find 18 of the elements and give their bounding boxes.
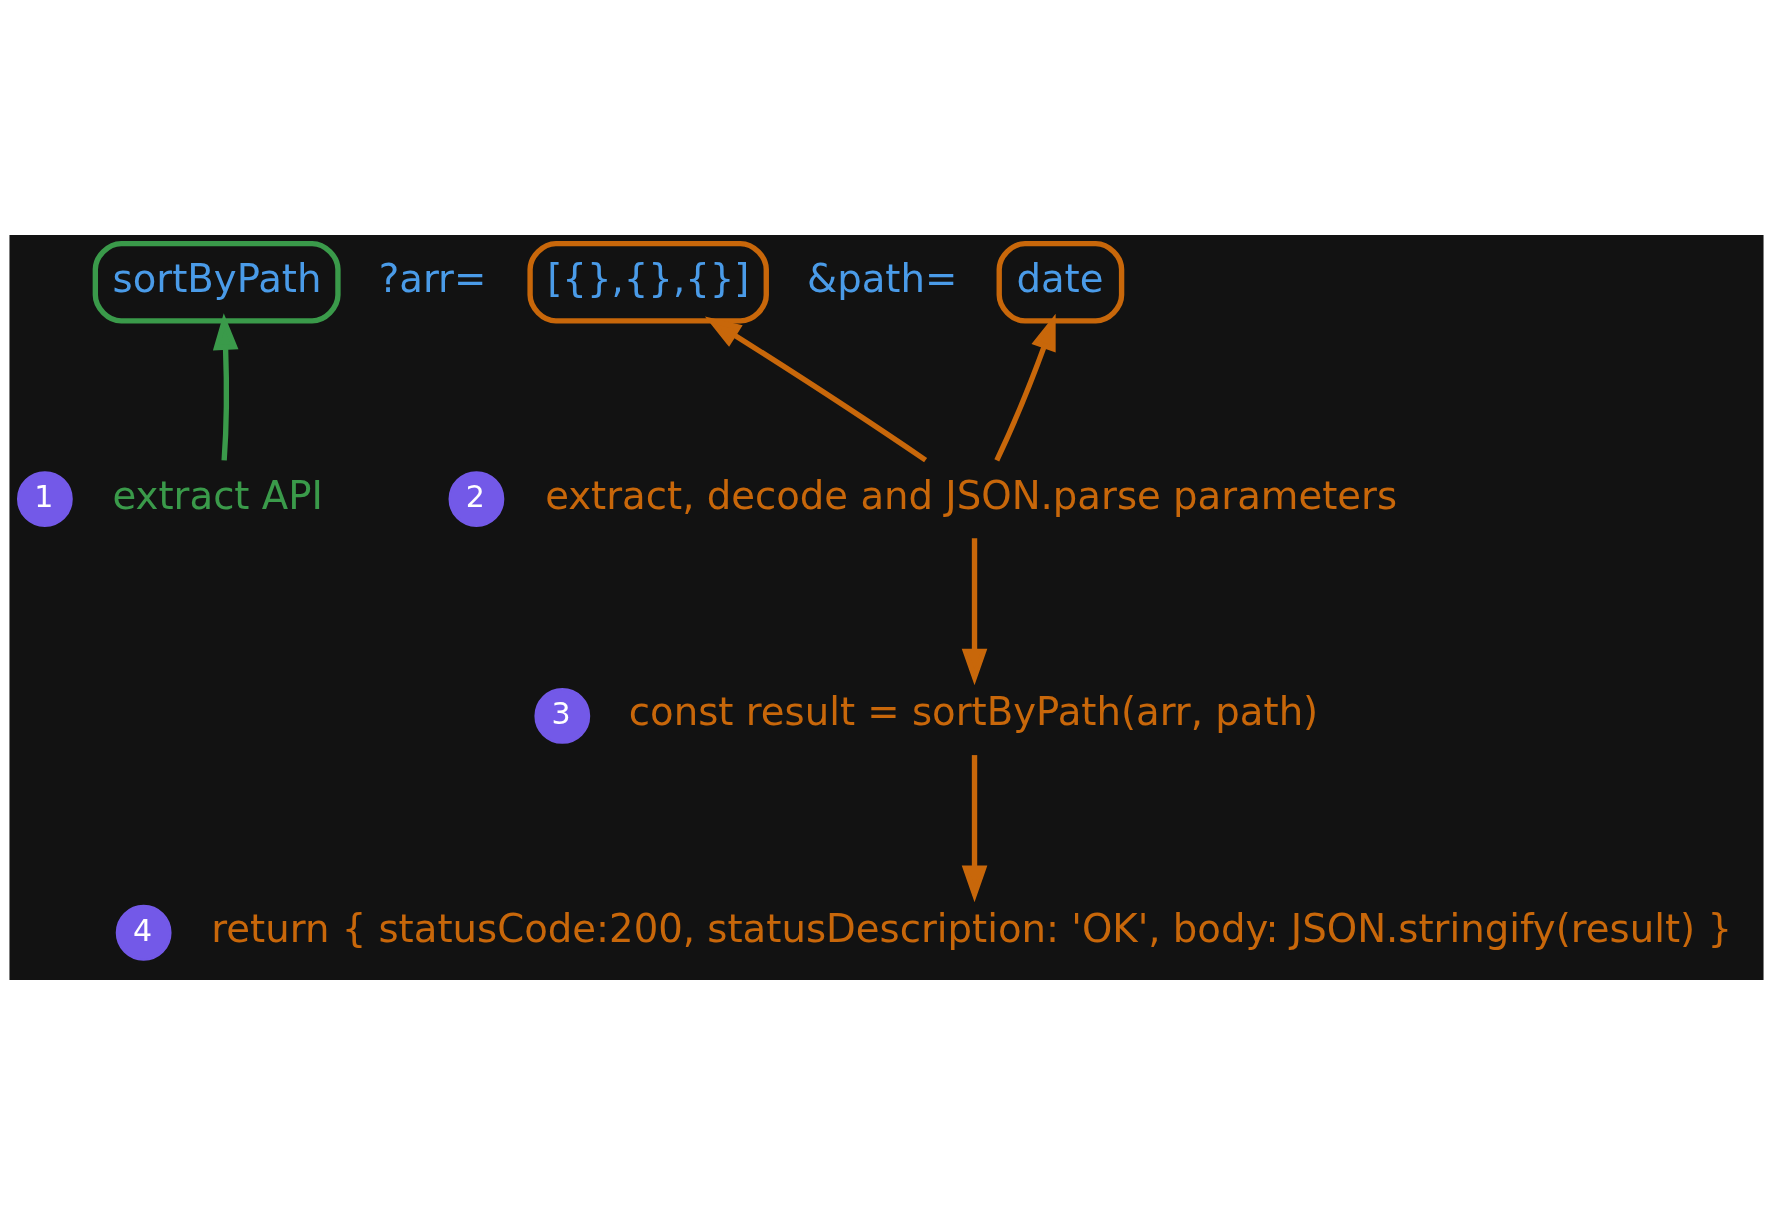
node-box: sortByPath	[92, 240, 341, 324]
node-box: date	[996, 240, 1124, 324]
label: ?arr=	[378, 255, 486, 301]
node-text: extract API	[112, 472, 323, 518]
arrow	[993, 313, 1056, 461]
arrow	[961, 537, 987, 685]
node-text: const result = sortByPath(arr, path)	[628, 688, 1318, 734]
node-label: 3	[551, 695, 571, 731]
arrow	[704, 316, 927, 462]
node-text: extract, decode and JSON.parse parameters	[544, 472, 1397, 518]
arrow	[961, 754, 987, 902]
arrow	[212, 312, 238, 460]
label: &path=	[806, 255, 957, 301]
node-label: 2	[465, 478, 485, 514]
node-label: 4	[132, 912, 152, 948]
node-text: return { statusCode:200, statusDescription: 'OK', body: JSON.stringify(result) }	[210, 905, 1732, 951]
node-box: [{},{},{}]	[526, 240, 769, 324]
node-label: 1	[33, 478, 53, 514]
